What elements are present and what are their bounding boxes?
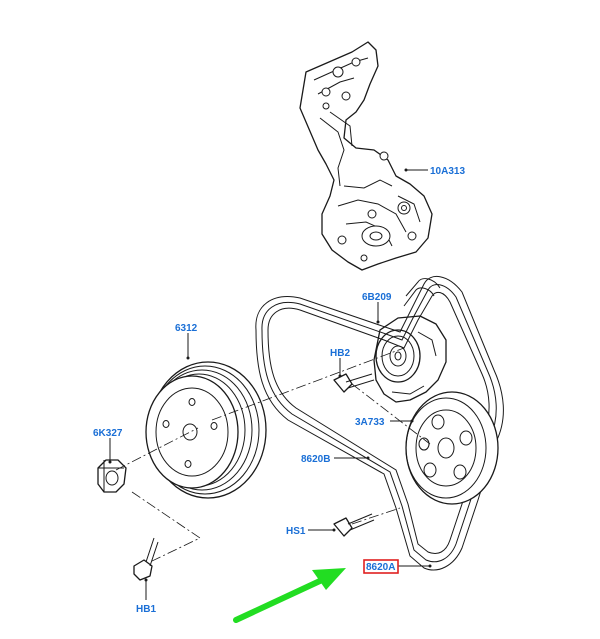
bolt-hb1 [133, 537, 159, 581]
highlight-box [363, 559, 399, 574]
crankshaft-pulley [145, 361, 267, 499]
mounting-bracket [299, 41, 433, 271]
belt-tensioner [373, 315, 447, 403]
callout-arrow [233, 568, 346, 623]
label-6312: 6312 [175, 323, 198, 334]
assembly-center-lines [115, 347, 431, 563]
label-6B209: 6B209 [362, 292, 392, 303]
bolt-hs1 [333, 513, 375, 537]
flange-nut [97, 459, 127, 493]
leader-lines [108, 168, 432, 600]
idler-pulley [405, 391, 499, 505]
label-HB1: HB1 [136, 604, 156, 615]
label-8620B: 8620B [301, 454, 330, 465]
label-HS1: HS1 [286, 526, 306, 537]
label-3A733: 3A733 [355, 417, 385, 428]
label-HB2: HB2 [330, 348, 350, 359]
label-6K327: 6K327 [93, 428, 123, 439]
label-10A313: 10A313 [430, 166, 465, 177]
label-8620A[interactable]: 8620A [366, 562, 395, 573]
